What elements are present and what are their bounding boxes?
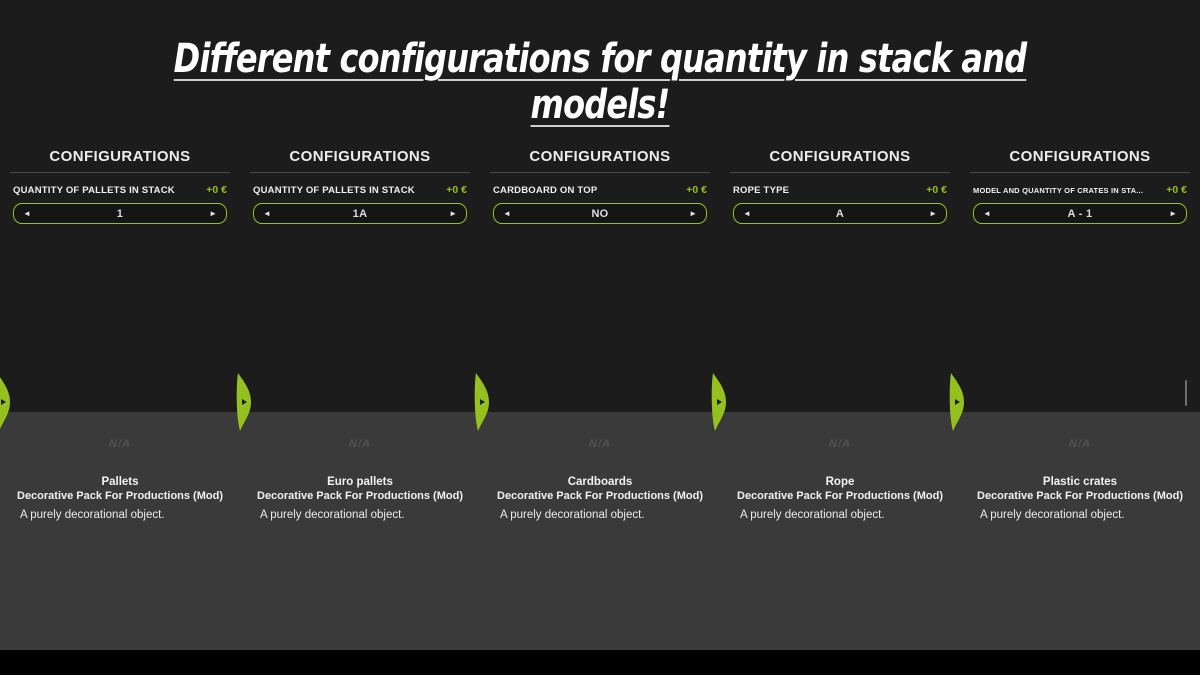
header-divider [970, 172, 1190, 173]
header-divider [730, 172, 950, 173]
config-panel-title: CONFIGURATIONS [529, 148, 671, 165]
config-panel-title: CONFIGURATIONS [769, 148, 911, 165]
option-selector[interactable]: ◄ NO ► [493, 203, 707, 224]
config-panel-title: CONFIGURATIONS [289, 148, 431, 165]
item-info: N/A Plastic crates Decorative Pack For P… [960, 412, 1200, 650]
prev-arrow-icon[interactable]: ◄ [503, 208, 511, 218]
na-badge: N/A [1069, 438, 1091, 450]
item-description: A purely decorational object. [740, 509, 885, 521]
header-divider [490, 172, 710, 173]
scrollbar-thumb[interactable] [1185, 380, 1187, 406]
selector-value: 1 [116, 207, 124, 220]
item-name: Plastic crates [1042, 476, 1118, 488]
item-info: N/A Rope Decorative Pack For Productions… [720, 412, 960, 650]
item-info-strip [0, 412, 1200, 650]
item-info-row: N/A Pallets Decorative Pack For Producti… [0, 412, 1200, 650]
na-badge: N/A [589, 438, 611, 450]
option-selector[interactable]: ◄ A ► [733, 203, 947, 224]
config-page-arrow-icon[interactable] [236, 373, 252, 431]
config-page-arrow-icon[interactable] [949, 373, 965, 431]
na-badge: N/A [349, 438, 371, 450]
next-arrow-icon[interactable]: ► [1169, 208, 1177, 218]
item-brand: Decorative Pack For Productions (Mod) [497, 490, 703, 502]
option-selector[interactable]: ◄ 1A ► [253, 203, 467, 224]
config-page-arrow-icon[interactable] [474, 373, 490, 431]
prev-arrow-icon[interactable]: ◄ [23, 208, 31, 218]
config-panel: CONFIGURATIONS QUANTITY OF PALLETS IN ST… [240, 140, 480, 224]
selector-value: A - 1 [1067, 207, 1093, 220]
page-title-wrap: Different configurations for quantity in… [0, 36, 1200, 128]
item-description: A purely decorational object. [260, 509, 405, 521]
page-title: Different configurations for quantity in… [173, 36, 1027, 128]
item-description: A purely decorational object. [980, 509, 1125, 521]
selector-value: A [835, 207, 845, 220]
configurations-row: CONFIGURATIONS QUANTITY OF PALLETS IN ST… [0, 140, 1200, 224]
option-label: QUANTITY OF PALLETS IN STACK [13, 185, 175, 196]
header-divider [250, 172, 470, 173]
prev-arrow-icon[interactable]: ◄ [743, 208, 751, 218]
item-description: A purely decorational object. [500, 509, 645, 521]
header-divider [10, 172, 230, 173]
selector-value: NO [591, 207, 609, 220]
item-name: Cardboards [567, 476, 633, 488]
item-name: Rope [825, 476, 855, 488]
na-badge: N/A [829, 438, 851, 450]
item-name: Euro pallets [327, 476, 393, 488]
config-page-arrow-icon[interactable] [711, 373, 727, 431]
config-panel-title: CONFIGURATIONS [49, 148, 191, 165]
next-arrow-icon[interactable]: ► [929, 208, 937, 218]
option-price: +0 € [926, 184, 947, 196]
config-panel: CONFIGURATIONS MODEL AND QUANTITY OF CRA… [960, 140, 1200, 224]
option-price: +0 € [1166, 184, 1187, 196]
option-label: ROPE TYPE [733, 185, 790, 196]
item-brand: Decorative Pack For Productions (Mod) [737, 490, 943, 502]
option-label: CARDBOARD ON TOP [493, 185, 598, 196]
item-name: Pallets [101, 476, 139, 488]
item-info: N/A Pallets Decorative Pack For Producti… [0, 412, 240, 650]
config-panel: CONFIGURATIONS QUANTITY OF PALLETS IN ST… [0, 140, 240, 224]
selector-value: 1A [352, 207, 368, 220]
config-panel: CONFIGURATIONS CARDBOARD ON TOP +0 € ◄ N… [480, 140, 720, 224]
prev-arrow-icon[interactable]: ◄ [983, 208, 991, 218]
item-info: N/A Cardboards Decorative Pack For Produ… [480, 412, 720, 650]
next-arrow-icon[interactable]: ► [209, 208, 217, 218]
na-badge: N/A [109, 438, 131, 450]
option-selector[interactable]: ◄ 1 ► [13, 203, 227, 224]
option-label: MODEL AND QUANTITY OF CRATES IN STA... [973, 186, 1144, 195]
option-price: +0 € [686, 184, 707, 196]
config-panel-title: CONFIGURATIONS [1009, 148, 1151, 165]
item-brand: Decorative Pack For Productions (Mod) [257, 490, 463, 502]
option-price: +0 € [446, 184, 467, 196]
item-info: N/A Euro pallets Decorative Pack For Pro… [240, 412, 480, 650]
next-arrow-icon[interactable]: ► [449, 208, 457, 218]
config-panel: CONFIGURATIONS ROPE TYPE +0 € ◄ A ► [720, 140, 960, 224]
item-description: A purely decorational object. [20, 509, 165, 521]
option-price: +0 € [206, 184, 227, 196]
config-page-arrow-icon[interactable] [0, 373, 11, 431]
prev-arrow-icon[interactable]: ◄ [263, 208, 271, 218]
item-brand: Decorative Pack For Productions (Mod) [17, 490, 223, 502]
item-brand: Decorative Pack For Productions (Mod) [977, 490, 1183, 502]
option-label: QUANTITY OF PALLETS IN STACK [253, 185, 415, 196]
option-selector[interactable]: ◄ A - 1 ► [973, 203, 1187, 224]
next-arrow-icon[interactable]: ► [689, 208, 697, 218]
